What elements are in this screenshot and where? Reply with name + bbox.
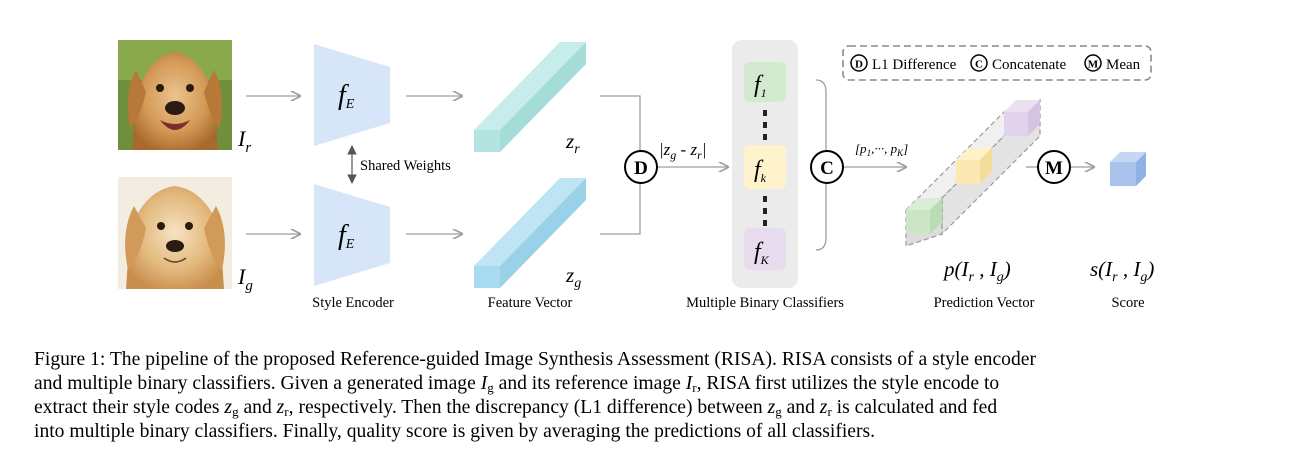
caption-line-1: Figure 1: The pipeline of the proposed R…	[34, 348, 1036, 372]
caption-math-sub: r	[827, 404, 832, 419]
encoder-top-symbol: fE	[338, 80, 355, 112]
bracket-classifiers-out	[815, 79, 827, 251]
caption-math-sub: g	[487, 380, 494, 395]
label-classifiers: Multiple Binary Classifiers	[686, 295, 844, 311]
svg-text:Concatenate: Concatenate	[992, 57, 1066, 73]
style-encoder-bottom	[314, 184, 390, 286]
classifier-dots-1	[763, 110, 767, 140]
svg-text:C: C	[975, 59, 983, 71]
legend-item-mean: M Mean	[1084, 54, 1141, 73]
figure-number: Figure 1:	[34, 349, 106, 370]
mean-operator: M	[1037, 150, 1071, 184]
prediction-vector	[905, 98, 1041, 247]
caption-line-2: and multiple binary classifiers. Given a…	[34, 372, 999, 396]
legend-item-diff: D L1 Difference	[850, 54, 957, 73]
caption-text: and multiple binary classifiers. Given a…	[34, 373, 481, 394]
caption-text: , RISA first utilizes the style encode t…	[696, 373, 1000, 394]
caption-text: , respectively. Then the discrepancy (L1…	[288, 397, 768, 418]
caption-line-4: into multiple binary classifiers. Finall…	[34, 420, 875, 444]
pipeline-figure: Ir Ig fE fE Shared Weights zr zg D |zg -…	[118, 40, 1154, 311]
shared-weights-label: Shared Weights	[360, 158, 451, 174]
classifier-dots-2	[763, 196, 767, 226]
svg-text:Mean: Mean	[1106, 57, 1141, 73]
caption-text: extract their style codes	[34, 397, 225, 418]
label-prediction-vector: Prediction Vector	[934, 295, 1035, 311]
zg-label: zg	[565, 263, 581, 291]
caption-text: and its reference image	[493, 373, 686, 394]
svg-text:L1 Difference: L1 Difference	[872, 57, 957, 73]
caption-text: and	[238, 397, 277, 418]
svg-text:M: M	[1088, 59, 1099, 71]
score-formula: s(Ir , Ig)	[1090, 257, 1154, 285]
svg-text:C: C	[820, 158, 834, 179]
feature-vector-g	[474, 178, 586, 288]
bracket-to-diff	[600, 95, 641, 235]
concat-operator: C	[810, 150, 844, 184]
caption-line-3: extract their style codes zg and zr, res…	[34, 396, 997, 420]
caption-math: z	[767, 397, 776, 418]
svg-text:M: M	[1045, 158, 1063, 179]
prediction-list-label: [p1,···, pK]	[855, 141, 908, 158]
prediction-formula: p(Ir , Ig)	[942, 257, 1011, 285]
svg-text:fk: fk	[754, 157, 767, 185]
legend-item-concat: C Concatenate	[970, 54, 1066, 73]
diff-operator: D	[624, 150, 658, 184]
caption-math-sub: r	[692, 380, 697, 395]
caption-math: z	[276, 397, 285, 418]
label-style-encoder: Style Encoder	[312, 295, 394, 311]
score-cube	[1110, 152, 1146, 186]
generated-image	[118, 177, 232, 289]
caption-math: z	[819, 397, 828, 418]
reference-image	[118, 40, 232, 150]
classifier-k: fk	[744, 145, 786, 189]
caption-text: The pipeline of the proposed Reference-g…	[105, 349, 1036, 370]
caption-math: z	[224, 397, 233, 418]
caption-math: I	[480, 373, 488, 394]
caption-text: is calculated and fed	[831, 397, 998, 418]
caption-math-sub: g	[232, 404, 239, 419]
caption-text: into multiple binary classifiers. Finall…	[34, 421, 876, 442]
diff-label: |zg - zr|	[659, 140, 706, 162]
ir-label: Ir	[237, 126, 251, 156]
svg-text:fK: fK	[754, 239, 770, 267]
legend-box: D L1 Difference C Concatenate M Mean	[842, 45, 1152, 81]
ig-label: Ig	[237, 264, 253, 294]
svg-text:f1: f1	[754, 72, 767, 100]
caption-math: I	[685, 373, 693, 394]
feature-vector-r	[474, 42, 586, 152]
zr-label: zr	[565, 129, 580, 157]
encoder-bottom-symbol: fE	[338, 220, 355, 252]
classifier-1: f1	[744, 62, 786, 102]
label-feature-vector: Feature Vector	[488, 295, 573, 311]
classifier-K: fK	[744, 228, 786, 270]
caption-math-sub: g	[775, 404, 782, 419]
svg-text:D: D	[855, 59, 863, 71]
label-score: Score	[1111, 295, 1144, 311]
style-encoder-top	[314, 44, 390, 146]
caption-text: and	[781, 397, 820, 418]
caption-math-sub: r	[284, 404, 289, 419]
svg-text:D: D	[634, 158, 648, 179]
